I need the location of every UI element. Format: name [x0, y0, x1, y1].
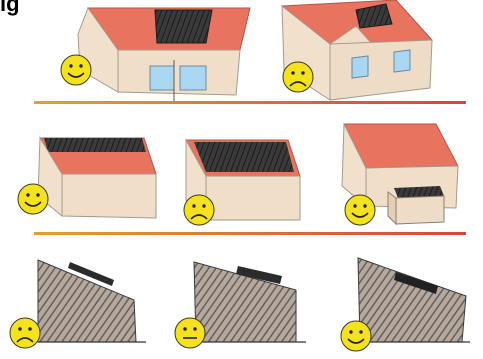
house-front-roof-solar — [78, 8, 250, 103]
smiley-happy-4 — [341, 321, 371, 351]
divider-1 — [34, 101, 466, 104]
smiley-happy-2 — [18, 184, 48, 214]
section-steep-panel — [358, 258, 470, 342]
smiley-happy-3 — [345, 195, 375, 225]
divider-2 — [34, 232, 466, 235]
smiley-sad-1 — [283, 62, 313, 92]
section-flat-panel — [194, 262, 306, 342]
section-tilted-panel — [38, 260, 146, 342]
smiley-neutral-1 — [175, 318, 205, 348]
smiley-sad-2 — [184, 195, 214, 225]
smiley-sad-3 — [10, 318, 40, 348]
smiley-happy-1 — [61, 55, 91, 85]
roof-panels-ridge — [38, 138, 156, 218]
